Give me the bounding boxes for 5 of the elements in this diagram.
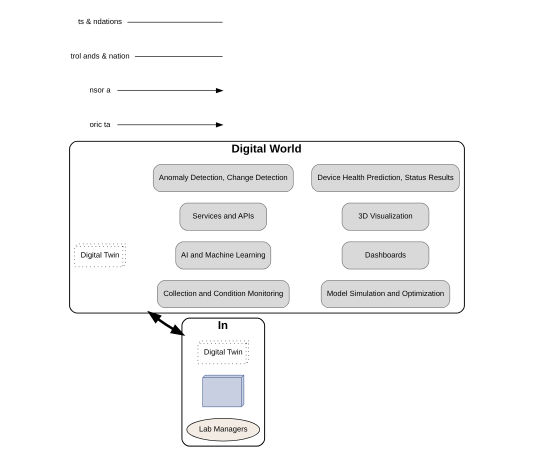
connector <box>134 56 223 57</box>
arrow <box>117 88 224 94</box>
arrow <box>117 122 224 128</box>
arrow <box>147 310 186 336</box>
connector <box>127 22 223 23</box>
